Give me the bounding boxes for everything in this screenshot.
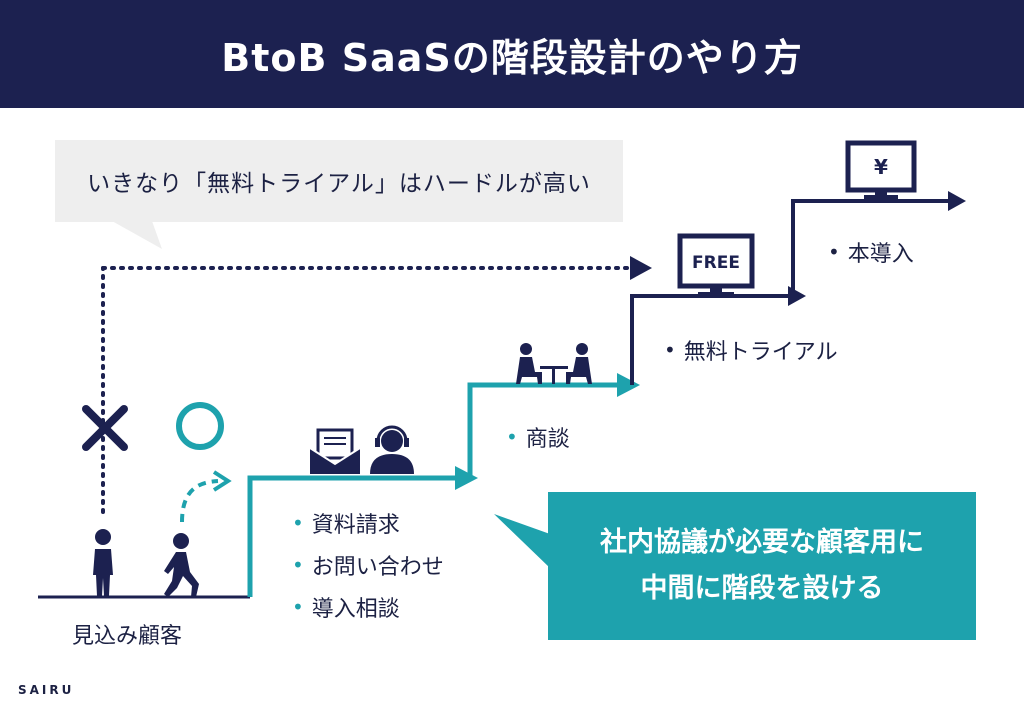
- prospect-label: 見込み顧客: [72, 624, 183, 649]
- callout-line2: 中間に階段を設ける: [640, 573, 884, 604]
- bullet-dot: •: [292, 553, 304, 577]
- free-monitor-icon: FREE: [677, 233, 755, 297]
- standing-person-icon: [93, 529, 113, 596]
- step1-item: • 資料請求: [292, 507, 400, 539]
- callout-line1: 社内協議が必要な顧客用に: [600, 527, 924, 558]
- bullet-dot: •: [506, 425, 518, 449]
- speech-bubble-tail: [112, 221, 162, 249]
- cross-icon: [82, 405, 128, 451]
- navy-staircase: [630, 191, 966, 385]
- envelope-document-icon: [309, 428, 361, 474]
- dashed-curve-arrow: [180, 470, 232, 523]
- step1-item-label: お問い合わせ: [311, 555, 444, 580]
- bullet-dot: •: [828, 240, 840, 264]
- step2-item-label: 商談: [525, 427, 570, 452]
- teal-staircase: [247, 373, 640, 597]
- bullet-dot: •: [292, 511, 304, 535]
- header-bar: BtoB SaaSの階段設計のやり方: [0, 0, 1024, 108]
- yen-label: ¥: [874, 155, 888, 179]
- free-label: FREE: [692, 253, 740, 273]
- support-headset-icon: [370, 425, 414, 474]
- bullet-dot: •: [664, 338, 676, 362]
- step1-item-label: 資料請求: [311, 513, 400, 538]
- dotted-direct-path: [101, 256, 652, 514]
- speech-bubble-text: いきなり「無料トライアル」はハードルが高い: [87, 171, 591, 197]
- page-title: BtoB SaaSの階段設計のやり方: [221, 35, 803, 80]
- callout-tail: [494, 514, 550, 568]
- yen-monitor-icon: ¥: [845, 140, 917, 200]
- logo: SAIRU: [18, 683, 75, 697]
- step4-item: • 本導入: [828, 236, 914, 268]
- step3-item: • 無料トライアル: [664, 334, 838, 366]
- step1-item-label: 導入相談: [311, 597, 400, 622]
- meeting-icon: [516, 343, 592, 384]
- callout-box: 社内協議が必要な顧客用に 中間に階段を設ける: [548, 492, 976, 640]
- circle-ok-icon: [176, 402, 224, 450]
- step1-item: • 導入相談: [292, 591, 400, 623]
- step1-item: • お問い合わせ: [292, 549, 444, 581]
- bullet-dot: •: [292, 595, 304, 619]
- speech-bubble: いきなり「無料トライアル」はハードルが高い: [55, 140, 623, 222]
- step4-item-label: 本導入: [847, 242, 914, 267]
- walking-person-icon: [164, 533, 199, 597]
- step3-item-label: 無料トライアル: [683, 340, 838, 365]
- step2-item: • 商談: [506, 421, 570, 453]
